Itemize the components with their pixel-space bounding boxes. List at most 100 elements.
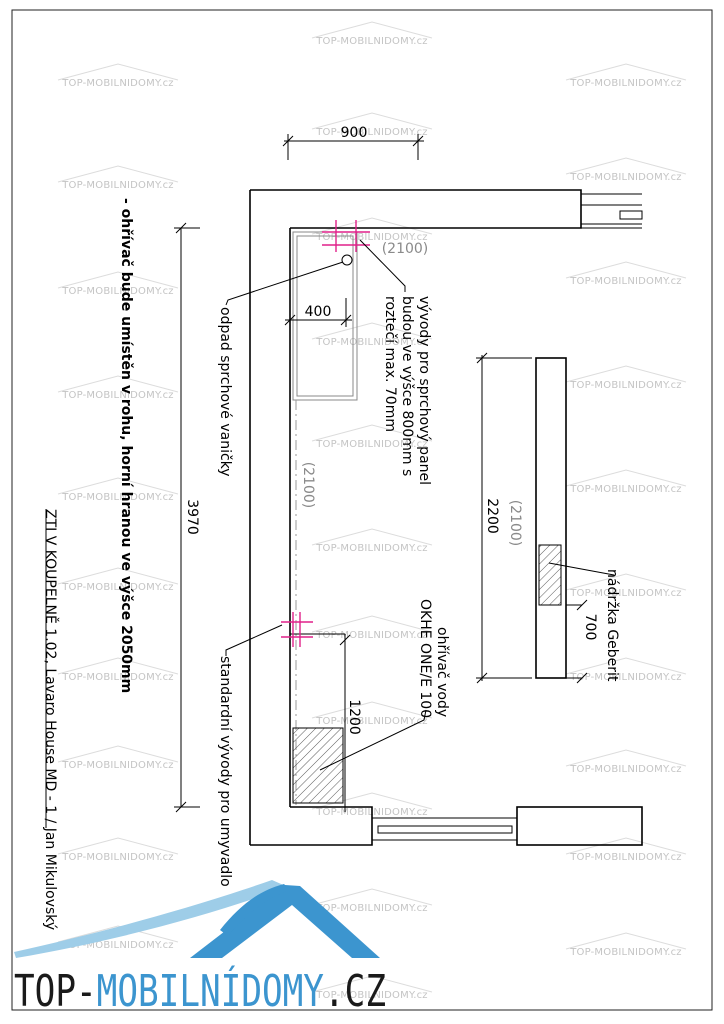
watermark-text: TOP-MOBILNIDOMY.cz xyxy=(569,852,682,863)
watermark-roof-icon xyxy=(565,157,687,175)
watermark-text: TOP-MOBILNIDOMY.cz xyxy=(61,78,174,89)
drawing-title: ZTI V KOUPELNĚ 1.02, Lavaro House MD - 1… xyxy=(42,509,59,930)
watermark-text: TOP-MOBILNIDOMY.cz xyxy=(61,940,174,951)
watermark-text: TOP-MOBILNIDOMY.cz xyxy=(61,582,174,593)
logo-part-cz: .CZ xyxy=(324,966,386,1017)
note-heater-position: - ohřívač bude umístěn v rohu, horní hra… xyxy=(118,198,134,693)
watermark-text: TOP-MOBILNIDOMY.cz xyxy=(61,492,174,503)
wall-top xyxy=(250,189,582,229)
note-shower-panel-line-1: vývody pro sprchový panel xyxy=(416,296,432,485)
watermark-roof-icon xyxy=(57,165,179,183)
sheet-frame xyxy=(11,9,713,1011)
height-mark-partition: (2100) xyxy=(507,500,523,547)
watermark-roof-icon xyxy=(57,657,179,675)
watermark-roof-icon xyxy=(57,477,179,495)
wall-bottom-left xyxy=(250,806,373,846)
watermark-text: TOP-MOBILNIDOMY.cz xyxy=(315,716,428,727)
dim-700: 700 xyxy=(582,614,598,641)
watermark-text: TOP-MOBILNIDOMY.cz xyxy=(569,380,682,391)
watermark-roof-icon xyxy=(57,63,179,81)
watermark-text: TOP-MOBILNIDOMY.cz xyxy=(61,286,174,297)
watermark-roof-icon xyxy=(565,837,687,855)
dim-400: 400 xyxy=(305,304,332,320)
watermark-text: TOP-MOBILNIDOMY.cz xyxy=(569,172,682,183)
washbasin-outlets xyxy=(281,612,313,647)
water-heater xyxy=(292,727,344,804)
watermark-text: TOP-MOBILNIDOMY.cz xyxy=(315,903,428,914)
note-shower-drain: odpad sprchové vaničky xyxy=(217,307,233,477)
logo-wordmark: TOP-MOBILNÍDOMY.CZ xyxy=(14,964,386,1017)
note-water-heater-line-2: OKHE ONE/E 100 xyxy=(417,599,433,718)
watermark-roof-icon xyxy=(311,322,433,340)
leader-washbasin xyxy=(225,624,283,656)
note-shower-panel: vývody pro sprchový panel budou ve výšce… xyxy=(382,296,432,489)
watermark-roof-icon xyxy=(565,261,687,279)
leader-shower-drain xyxy=(225,261,344,306)
top-right-opening xyxy=(581,193,643,229)
note-water-heater-line-1: ohřívač vody xyxy=(434,627,450,717)
watermark-roof-icon xyxy=(565,469,687,487)
watermark-text: TOP-MOBILNIDOMY.cz xyxy=(569,484,682,495)
watermark-roof-icon xyxy=(565,749,687,767)
watermark-roof-icon xyxy=(57,925,179,943)
wall-bottom-right xyxy=(516,806,643,846)
shower-panel-outlets xyxy=(322,220,370,252)
watermark-text: TOP-MOBILNIDOMY.cz xyxy=(315,36,428,47)
door-opening xyxy=(372,817,517,841)
watermark-roof-icon xyxy=(311,975,433,993)
dim-900: 900 xyxy=(341,125,368,141)
note-shower-panel-line-2: budou ve výšce 800mm s xyxy=(399,296,415,476)
watermark-roof-icon xyxy=(565,365,687,383)
watermark-roof-icon xyxy=(57,271,179,289)
watermark-text: TOP-MOBILNIDOMY.cz xyxy=(61,852,174,863)
note-geberit: nádržka Geberit xyxy=(604,569,620,682)
watermark-roof-icon xyxy=(311,112,433,130)
note-water-heater: ohřívač vody OKHE ONE/E 100 xyxy=(417,599,450,722)
note-shower-panel-line-3: roztečí max. 70mm xyxy=(382,296,398,432)
watermark-roof-icon xyxy=(311,424,433,442)
watermark-roof-icon xyxy=(565,573,687,591)
watermark-text: TOP-MOBILNIDOMY.cz xyxy=(569,947,682,958)
logo-roof-icon xyxy=(14,880,288,958)
watermark-roof-icon xyxy=(311,888,433,906)
dim-2200: 2200 xyxy=(484,498,500,534)
height-mark-upper: (2100) xyxy=(382,241,429,257)
watermark-text: TOP-MOBILNIDOMY.cz xyxy=(61,180,174,191)
partition-wall xyxy=(535,357,567,679)
watermark-text: TOP-MOBILNIDOMY.cz xyxy=(569,764,682,775)
watermark-text: TOP-MOBILNIDOMY.cz xyxy=(315,543,428,554)
watermark-text: TOP-MOBILNIDOMY.cz xyxy=(61,672,174,683)
watermark-text: TOP-MOBILNIDOMY.cz xyxy=(315,232,428,243)
leader-shower-panel xyxy=(359,239,406,292)
watermark-roof-icon xyxy=(311,701,433,719)
dim-1200: 1200 xyxy=(346,699,362,735)
watermark-roof-icon xyxy=(57,375,179,393)
logo-part-mobilnidomy: MOBILNÍDOMY xyxy=(97,964,324,1017)
watermark-text: TOP-MOBILNIDOMY.cz xyxy=(315,630,428,641)
watermark-roof-icon xyxy=(565,63,687,81)
watermark-text: TOP-MOBILNIDOMY.cz xyxy=(569,588,682,599)
walls xyxy=(249,189,643,846)
logo: TOP-MOBILNÍDOMY.CZ xyxy=(14,880,386,1017)
watermark-text: TOP-MOBILNIDOMY.cz xyxy=(61,390,174,401)
leader-lines xyxy=(225,239,615,771)
watermark-roof-icon xyxy=(565,657,687,675)
watermark-text: TOP-MOBILNIDOMY.cz xyxy=(569,672,682,683)
watermark-text: TOP-MOBILNIDOMY.cz xyxy=(315,990,428,1001)
watermark-roof-icon xyxy=(57,567,179,585)
watermark-roof-icon xyxy=(311,792,433,810)
watermark-text: TOP-MOBILNIDOMY.cz xyxy=(315,127,428,138)
leader-heater xyxy=(319,709,427,771)
logo-roof-icon xyxy=(190,885,380,958)
dimension-lines xyxy=(174,134,588,813)
height-mark-wall: (2100) xyxy=(300,462,316,509)
watermark-text: TOP-MOBILNIDOMY.cz xyxy=(569,78,682,89)
geberit-niche xyxy=(538,544,562,606)
watermark-roof-icon xyxy=(311,21,433,39)
watermark-text: TOP-MOBILNIDOMY.cz xyxy=(61,760,174,771)
note-washbasin-outlets: standardní vývody pro umyvadlo xyxy=(217,656,233,887)
watermark-text: TOP-MOBILNIDOMY.cz xyxy=(569,276,682,287)
watermark-text: TOP-MOBILNIDOMY.cz xyxy=(315,439,428,450)
watermark-roof-icon xyxy=(57,837,179,855)
